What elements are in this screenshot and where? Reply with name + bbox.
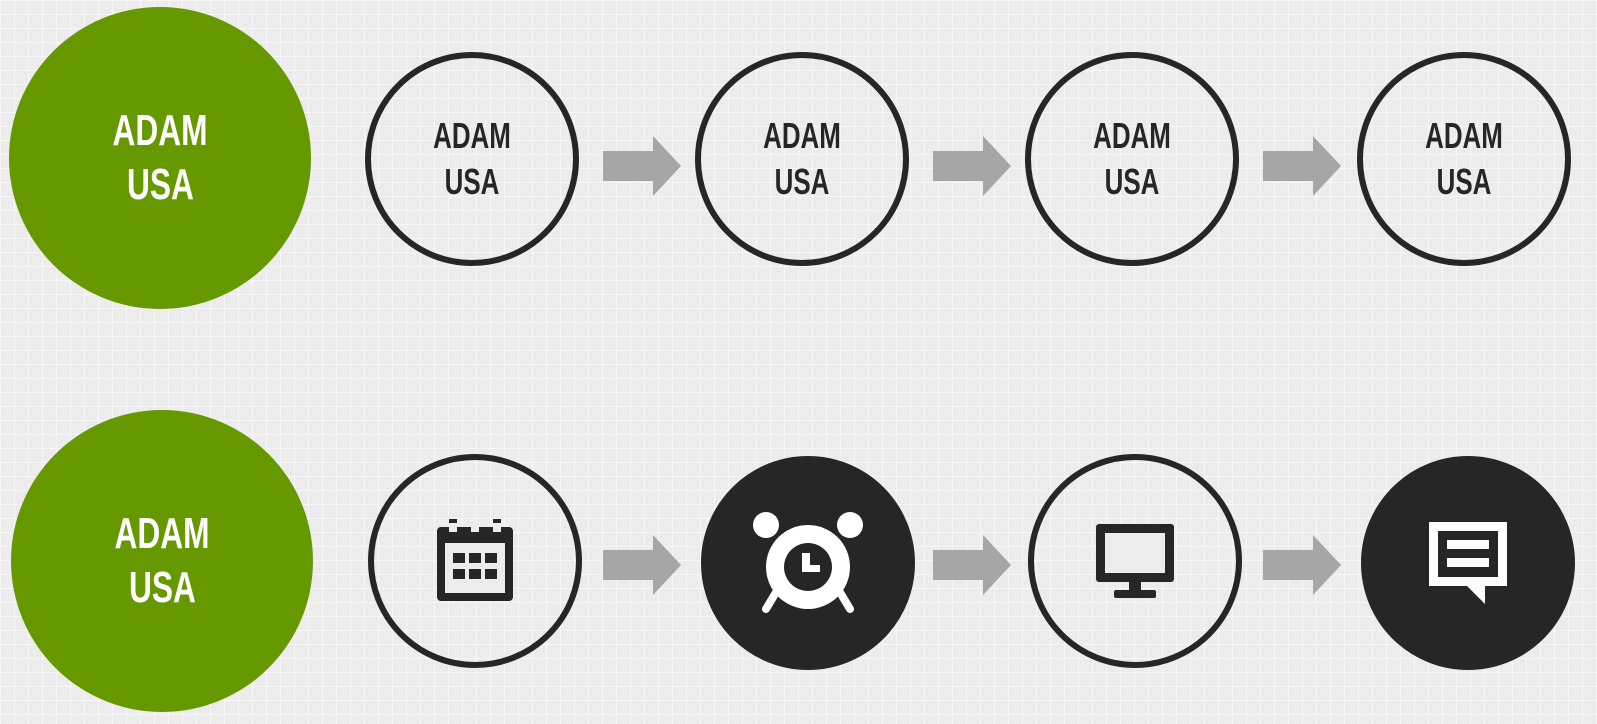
step-node-row1-3-line2: USA [1104,161,1160,202]
arrow-right-icon [933,535,1011,595]
main-circle-row2-line2: USA [128,563,196,612]
step-node-row2-1 [368,454,582,668]
step-node-row1-3-line1: ADAM [1093,115,1171,156]
arrow-right-icon [603,535,681,595]
step-node-row1-4-line2: USA [1436,161,1492,202]
arrow-right-icon [1263,535,1341,595]
step-node-row2-4 [1361,456,1575,670]
step-node-row1-1-line1: ADAM [433,115,511,156]
chat-message-icon [1429,522,1507,604]
monitor-icon [1096,524,1174,598]
step-node-row1-2: ADAM USA [695,52,909,266]
step-node-row1-1-line2: USA [444,161,500,202]
main-circle-row1-line2: USA [126,160,194,209]
step-node-row1-2-line2: USA [774,161,830,202]
alarm-clock-icon [753,512,863,613]
main-circle-row2-line1: ADAM [114,509,210,558]
main-circle-row1-line1: ADAM [112,106,208,155]
step-node-row1-4-line1: ADAM [1425,115,1503,156]
step-node-row1-4: ADAM USA [1357,52,1571,266]
arrow-right-icon [603,136,681,196]
step-node-row2-2 [701,456,915,670]
calendar-icon [437,519,513,601]
step-node-row2-3 [1028,454,1242,668]
step-node-row1-2-line1: ADAM [763,115,841,156]
main-circle-row1: ADAM USA [9,7,311,309]
step-node-row1-1: ADAM USA [365,52,579,266]
arrow-right-icon [933,136,1011,196]
arrow-right-icon [1263,136,1341,196]
step-node-row1-3: ADAM USA [1025,52,1239,266]
main-circle-row2: ADAM USA [11,410,313,712]
